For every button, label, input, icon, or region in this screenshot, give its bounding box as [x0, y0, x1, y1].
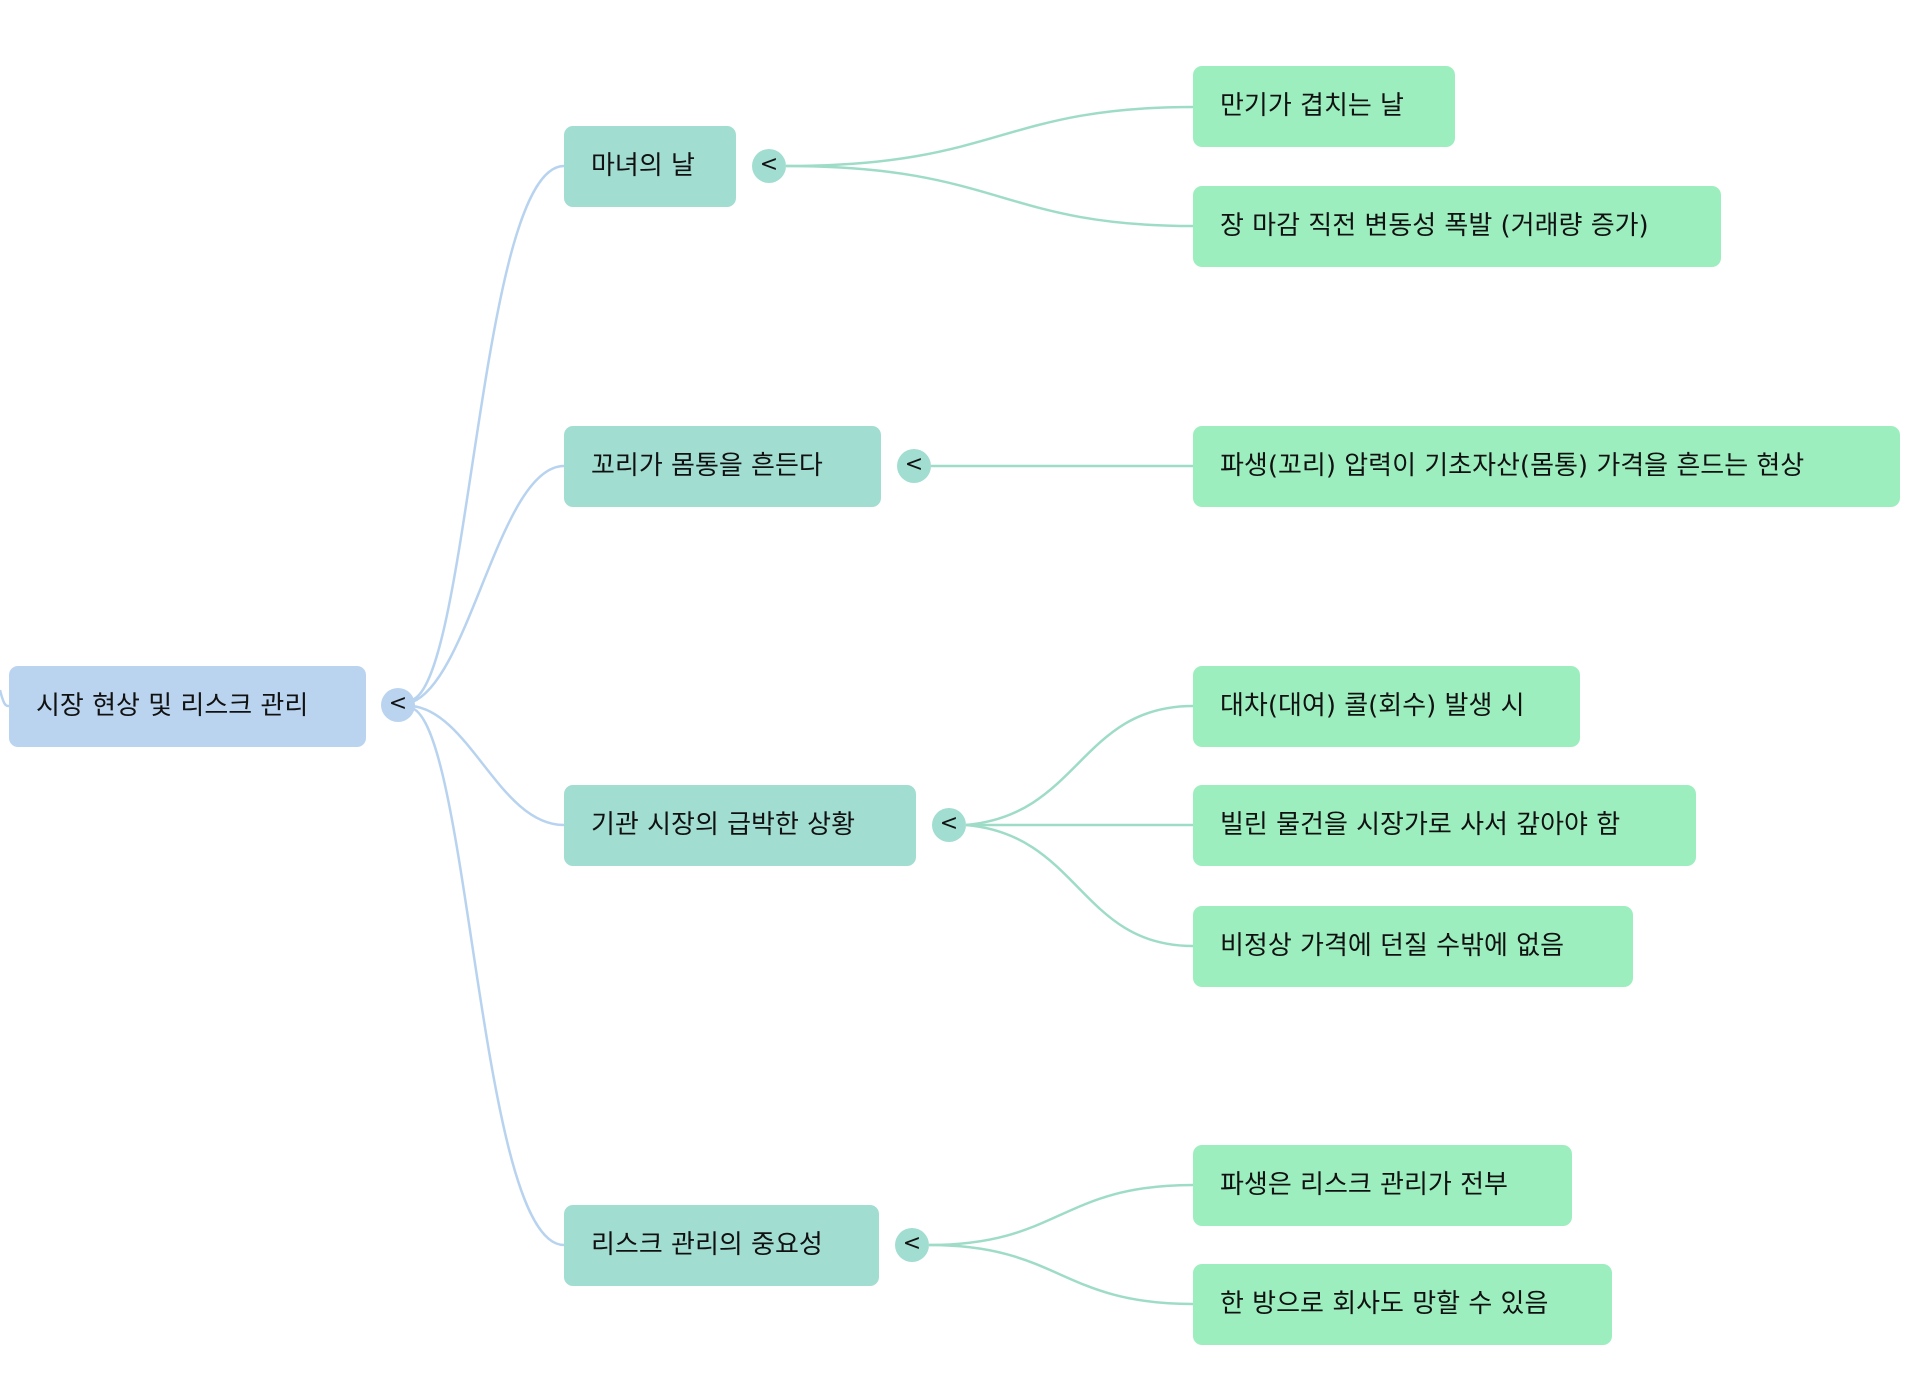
collapse-toggle-branch[interactable]: < — [897, 449, 931, 483]
edge-branch2-leaf2 — [965, 823, 1194, 948]
leaf-node[interactable]: 장 마감 직전 변동성 폭발 (거래량 증가) — [1193, 186, 1721, 267]
edge-root-branch-0 — [0, 689, 10, 708]
collapse-toggle-branch[interactable]: < — [895, 1228, 929, 1262]
leaf-node-label: 파생(꼬리) 압력이 기초자산(몸통) 가격을 흔드는 현상 — [1220, 451, 1805, 481]
edge-root-branch-2 — [411, 704, 565, 827]
edge-branch3-leaf1 — [928, 1243, 1194, 1306]
leaf-node-label: 한 방으로 회사도 망할 수 있음 — [1220, 1289, 1549, 1319]
collapse-toggle-branch[interactable]: < — [752, 149, 786, 183]
leaf-node[interactable]: 빌린 물건을 시장가로 사서 갚아야 함 — [1193, 785, 1696, 866]
branch-node[interactable]: 리스크 관리의 중요성 — [564, 1205, 879, 1286]
edge-branch0-leaf0 — [785, 105, 1194, 168]
edge-root-branch-0 — [411, 164, 565, 702]
leaf-node-label: 비정상 가격에 던질 수밖에 없음 — [1220, 931, 1565, 961]
root-node[interactable]: 시장 현상 및 리스크 관리 — [9, 666, 366, 747]
leaf-node-label: 대차(대여) 콜(회수) 발생 시 — [1220, 691, 1525, 721]
leaf-node-label: 장 마감 직전 변동성 폭발 (거래량 증가) — [1220, 211, 1649, 241]
collapse-toggle-branch[interactable]: < — [932, 808, 966, 842]
leaf-node[interactable]: 파생(꼬리) 압력이 기초자산(몸통) 가격을 흔드는 현상 — [1193, 426, 1900, 507]
edge-branch3-leaf0 — [928, 1183, 1194, 1247]
leaf-node[interactable]: 만기가 겹치는 날 — [1193, 66, 1455, 147]
leaf-node[interactable]: 대차(대여) 콜(회수) 발생 시 — [1193, 666, 1580, 747]
branch-node[interactable]: 꼬리가 몸통을 흔든다 — [564, 426, 881, 507]
branch-node-label: 기관 시장의 급박한 상황 — [591, 810, 855, 840]
leaf-node-label: 파생은 리스크 관리가 전부 — [1220, 1170, 1508, 1200]
branch-node-label: 마녀의 날 — [591, 151, 695, 181]
branch-node[interactable]: 마녀의 날 — [564, 126, 736, 207]
branch-node-label: 꼬리가 몸통을 흔든다 — [591, 451, 823, 481]
edge-branch0-leaf1 — [785, 164, 1194, 228]
branch-node-label: 리스크 관리의 중요성 — [591, 1230, 823, 1260]
branch-node[interactable]: 기관 시장의 급박한 상황 — [564, 785, 916, 866]
collapse-toggle-root[interactable]: < — [381, 688, 415, 722]
leaf-node[interactable]: 파생은 리스크 관리가 전부 — [1193, 1145, 1572, 1226]
edge-branch2-leaf0 — [965, 704, 1194, 827]
leaf-node[interactable]: 비정상 가격에 던질 수밖에 없음 — [1193, 906, 1633, 987]
leaf-node[interactable]: 한 방으로 회사도 망할 수 있음 — [1193, 1264, 1612, 1345]
root-node-label: 시장 현상 및 리스크 관리 — [36, 691, 309, 721]
leaf-node-label: 빌린 물건을 시장가로 사서 갚아야 함 — [1220, 810, 1621, 840]
leaf-node-label: 만기가 겹치는 날 — [1220, 91, 1404, 121]
edge-root-branch-3 — [411, 706, 565, 1247]
edge-root-branch-1 — [411, 464, 565, 704]
